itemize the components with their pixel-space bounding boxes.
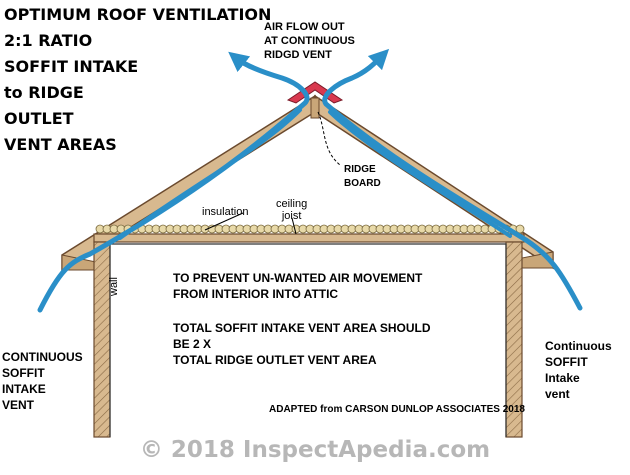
ceiling-joist: [93, 233, 525, 243]
ridge-board-label: RIDGE BOARD: [344, 163, 381, 191]
left-soffit-label: CONTINUOUS SOFFIT INTAKE VENT: [2, 349, 83, 413]
airflow-left-inner: [118, 108, 302, 240]
right-soffit-label: Continuous SOFFIT Intake vent: [545, 338, 612, 402]
ridge-board-label-line: BOARD: [344, 178, 381, 189]
credit-text: ADAPTED from CARSON DUNLOP ASSOCIATES 20…: [269, 404, 525, 415]
left-soffit-label-line: VENT: [2, 398, 35, 412]
airflow-label-line: AT CONTINUOUS: [264, 35, 355, 47]
note-line: BE 2 X: [173, 337, 212, 351]
right-soffit-label-line: SOFFIT: [545, 355, 588, 369]
insulation-leader: [204, 212, 244, 231]
ceiling-joist-leader: [291, 217, 297, 235]
note-line: TO PREVENT UN-WANTED AIR MOVEMENT: [173, 271, 423, 285]
wall-label: wall: [108, 277, 120, 296]
ridge-board: [310, 97, 320, 119]
airflow-right-intake: [322, 48, 583, 311]
left-soffit-label-line: SOFFIT: [2, 366, 45, 380]
title-line: OUTLET: [4, 109, 74, 128]
diagram-title: OPTIMUM ROOF VENTILATION 2:1 RATIO SOFFI…: [4, 2, 271, 158]
airflow-label-line: AIR FLOW OUT: [264, 21, 345, 33]
airflow-label: AIR FLOW OUT AT CONTINUOUS RIDGD VENT: [264, 20, 355, 62]
title-line: SOFFIT INTAKE: [4, 57, 139, 76]
note-prevent-air-movement: TO PREVENT UN-WANTED AIR MOVEMENT FROM I…: [173, 270, 422, 302]
insulation-batt: [515, 224, 525, 234]
airflow-label-line: RIDGD VENT: [264, 49, 332, 61]
left-soffit-label-line: CONTINUOUS: [2, 350, 83, 364]
note-vent-area-ratio: TOTAL SOFFIT INTAKE VENT AREA SHOULD BE …: [173, 320, 431, 368]
title-line: to RIDGE: [4, 83, 84, 102]
right-soffit-label-line: Continuous: [545, 339, 612, 353]
title-line: OPTIMUM ROOF VENTILATION: [4, 5, 272, 24]
left-soffit-label-line: INTAKE: [2, 382, 46, 396]
ceiling-joist-label: ceiling joist: [276, 198, 307, 222]
ceiling-joist-label-line: joist: [281, 210, 302, 222]
ridge-board-label-line: RIDGE: [344, 164, 376, 175]
ceiling-joist-label-line: ceiling: [276, 198, 308, 210]
ridge-vent: [286, 81, 344, 104]
note-line: TOTAL RIDGE OUTLET VENT AREA: [173, 353, 377, 367]
airflow-right-inner: [328, 110, 512, 238]
insulation-layer: [95, 224, 525, 234]
insulation-label: insulation: [202, 206, 249, 218]
title-line: 2:1 RATIO: [4, 31, 93, 50]
copyright-watermark: © 2018 InspectApedia.com: [139, 437, 491, 463]
right-soffit-label-line: Intake: [545, 371, 580, 385]
note-line: FROM INTERIOR INTO ATTIC: [173, 287, 339, 301]
title-line: VENT AREAS: [4, 135, 117, 154]
left-wall: [93, 241, 111, 438]
note-line: TOTAL SOFFIT INTAKE VENT AREA SHOULD: [173, 321, 431, 335]
right-soffit-label-line: vent: [545, 387, 570, 401]
interior-outline: [109, 243, 507, 437]
